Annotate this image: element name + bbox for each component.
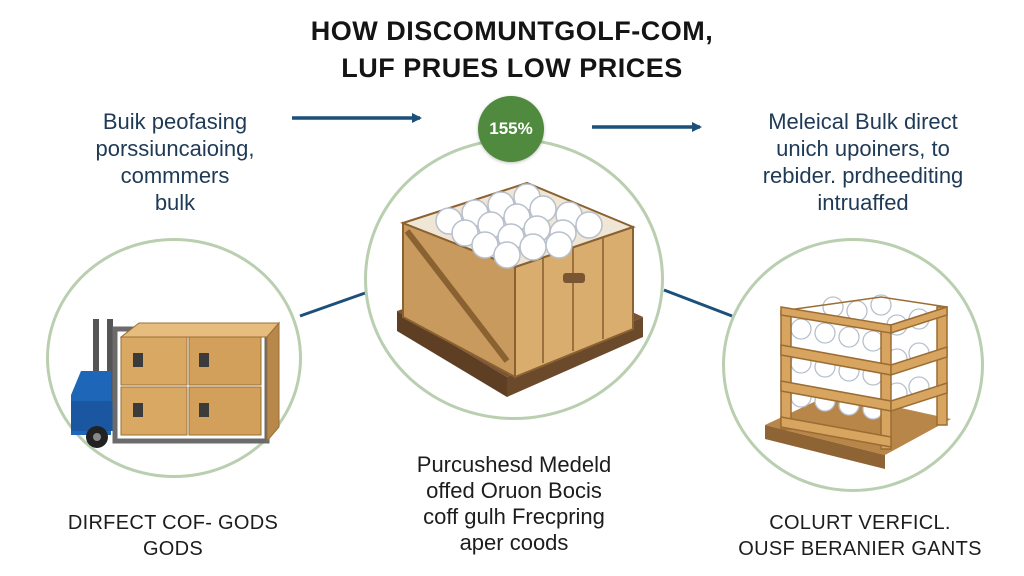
page-title-line-2: LUF PRUES LOW PRICES (341, 53, 683, 83)
step-circle-center (364, 138, 664, 420)
caption-line: Purcushesd Medeld (416, 452, 612, 477)
connector-right (663, 288, 733, 318)
caption-line: COLURT VERFICL. (769, 512, 951, 534)
step-caption-left: DIRFECT COF- GODS GODS (28, 510, 318, 562)
page-title-line-1: HOW DISCOMUNTGOLF-COM, (310, 16, 714, 46)
caption-line: offed Oruon Bocis (426, 478, 602, 503)
forklift-boxes-icon (71, 319, 281, 448)
top-right-text-line: unich upoiners, to (776, 136, 950, 161)
top-left-text-line: commmers (120, 163, 230, 188)
top-right-text-line: Meleical Bulk direct (768, 109, 958, 134)
top-left-text-line: porssiuncaioing, (95, 136, 255, 161)
top-right-text-line: intruaffed (817, 190, 909, 215)
step-circle-right (722, 238, 984, 492)
top-right-text-line: rebider. prdheediting (762, 163, 964, 188)
caption-line: DIRFECT COF- GODS (67, 512, 279, 534)
golf-ball-crate-icon (397, 181, 643, 397)
top-right-text: Meleical Bulk direct unich upoiners, to … (718, 108, 1008, 216)
top-left-text: Buik peofasing porssiuncaioing, commmers… (60, 108, 290, 216)
caption-line: aper coods (459, 530, 569, 555)
percentage-badge: 155% (478, 96, 544, 162)
connector-left (299, 290, 369, 318)
top-left-text-line: Buik peofasing (102, 109, 248, 134)
top-left-text-line: bulk (154, 190, 196, 215)
step-caption-center: Purcushesd Medeld offed Oruon Bocis coff… (374, 452, 654, 556)
caption-line: coff gulh Frecpring (423, 504, 605, 529)
caption-line: OUSF BERANIER GANTS (738, 538, 982, 560)
wooden-crate-icon (765, 294, 951, 469)
step-circle-left (46, 238, 302, 478)
caption-line: GODS (142, 538, 204, 560)
step-caption-right: COLURT VERFICL. OUSF BERANIER GANTS (720, 510, 1000, 562)
